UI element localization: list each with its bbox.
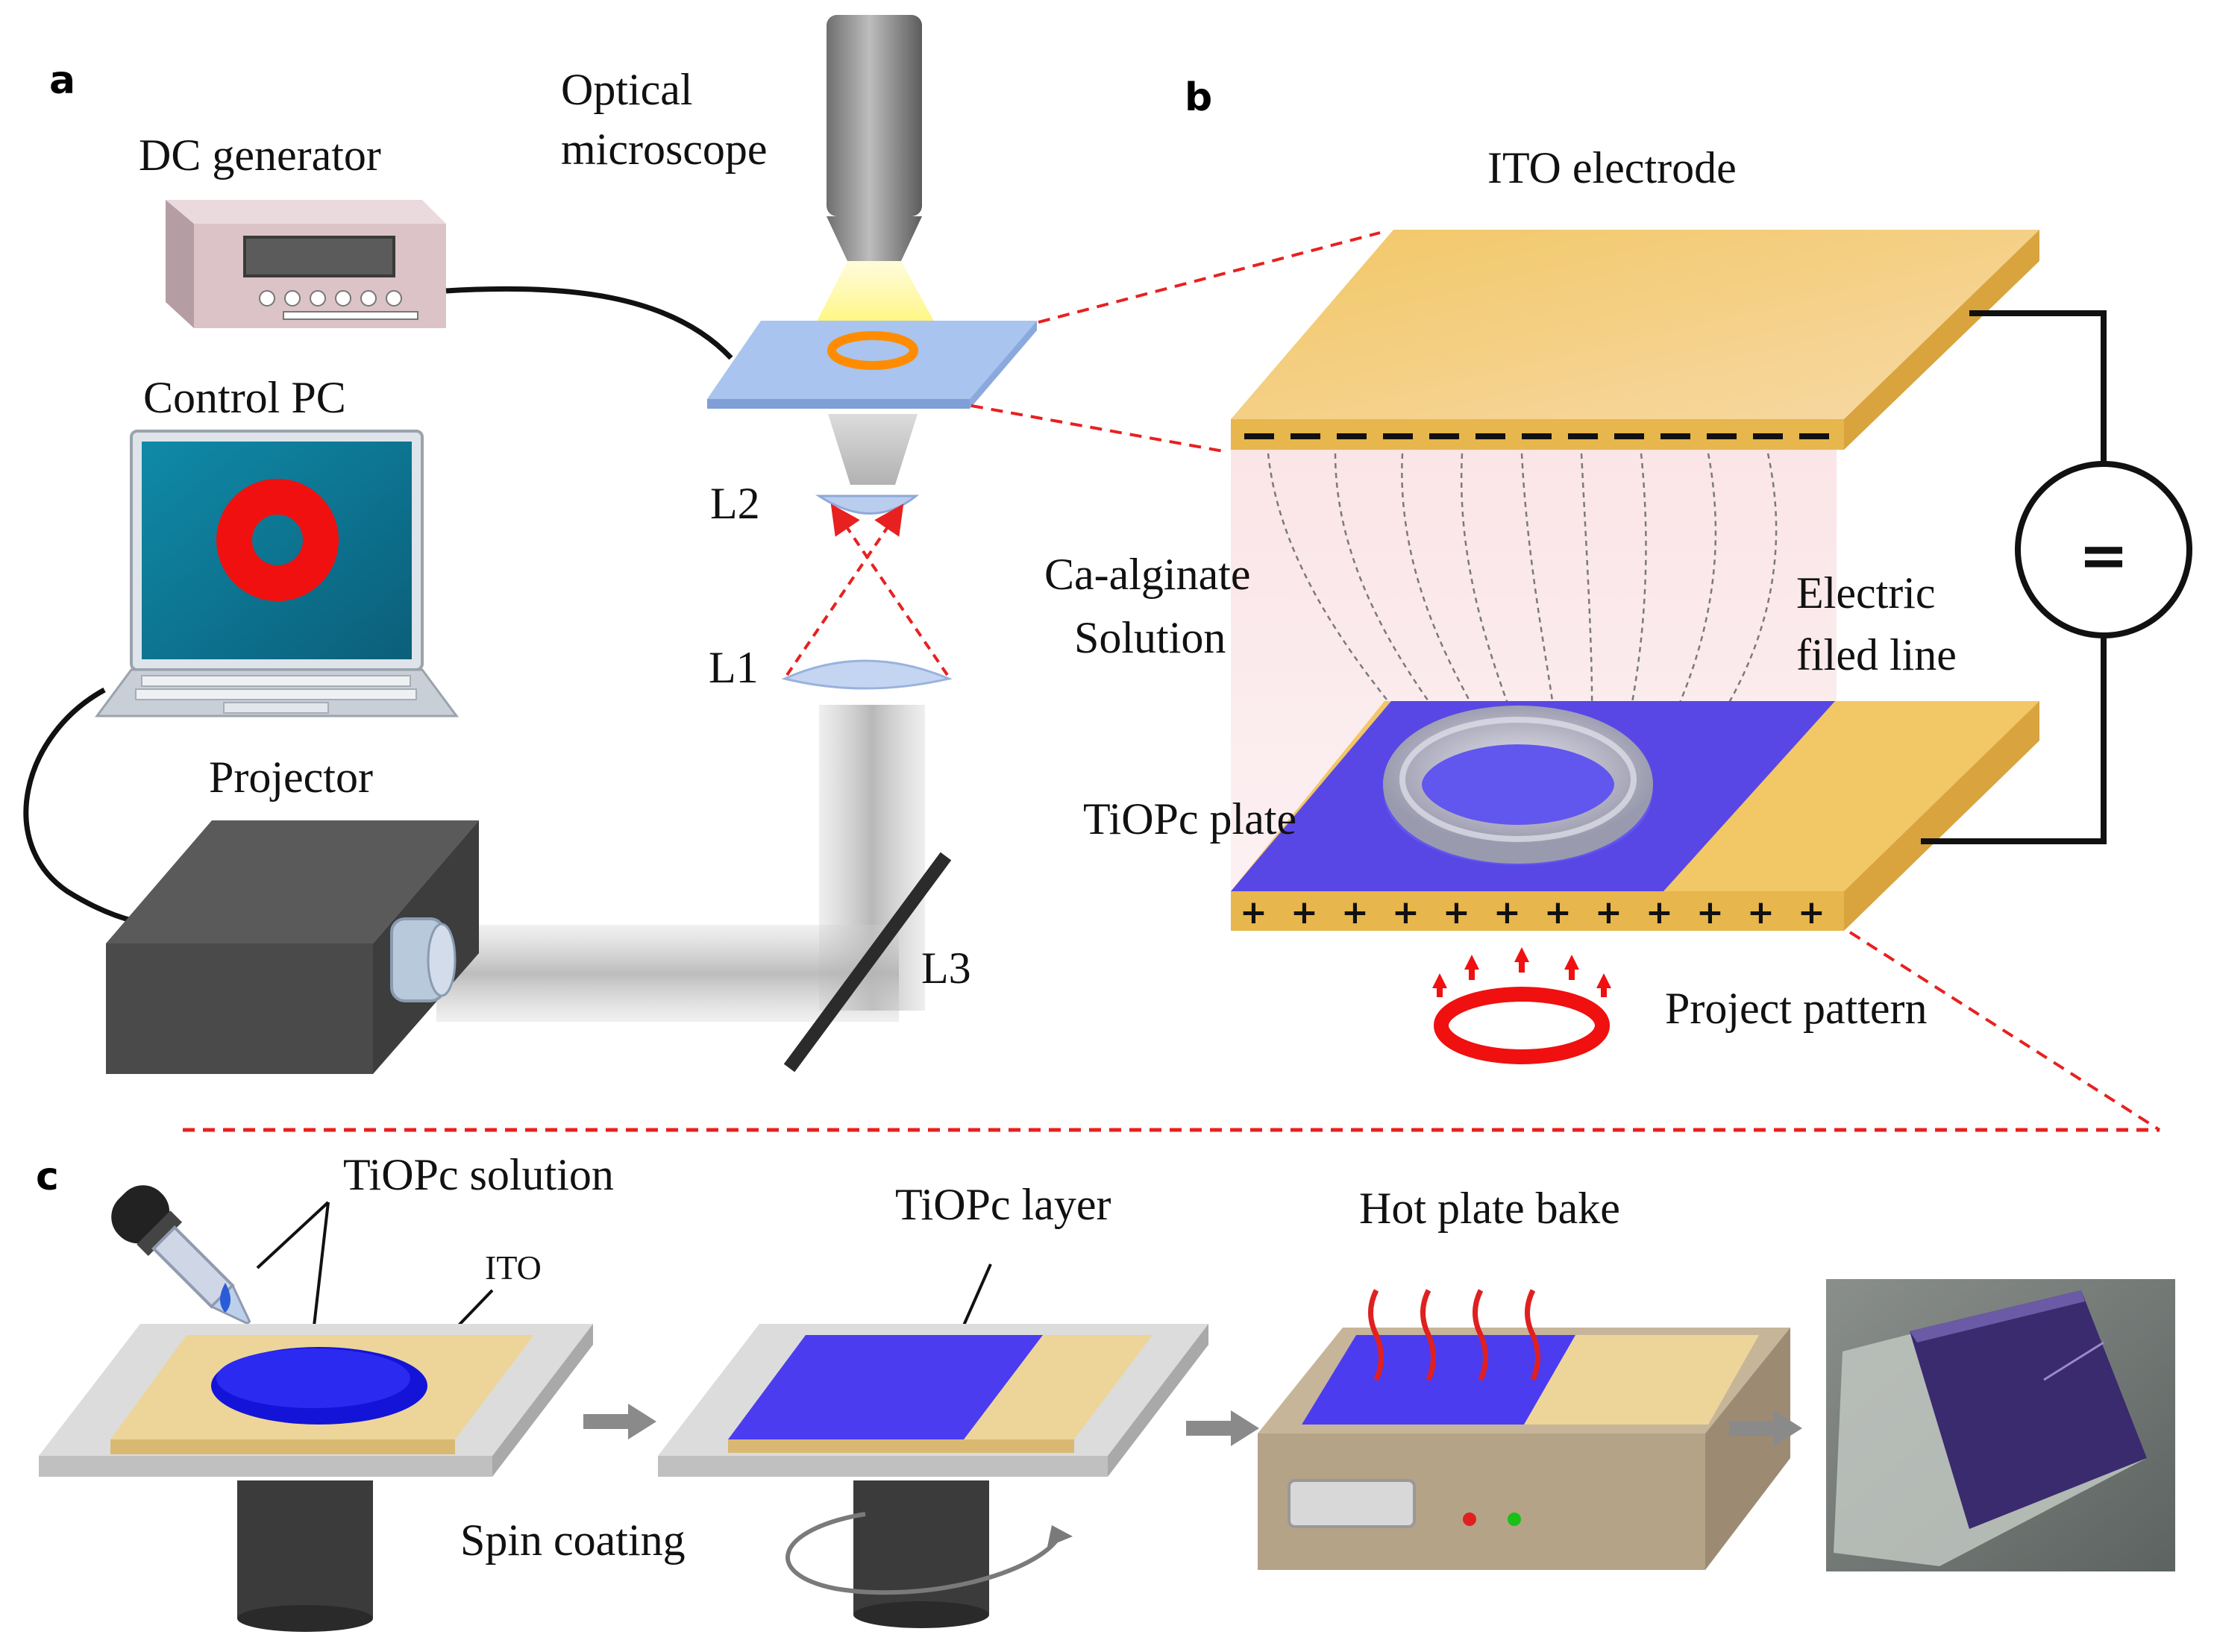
svg-text:+: + — [1240, 893, 1267, 932]
crossing-rays — [785, 503, 949, 676]
condenser-cone — [828, 414, 918, 485]
ito-label: ITO — [485, 1249, 542, 1287]
step-arrow-2 — [1186, 1410, 1259, 1446]
panel-label-c: c — [36, 1155, 59, 1199]
pc-cable — [23, 687, 135, 924]
hot-plate-label: Hot plate bake — [1359, 1184, 1620, 1233]
svg-text:+: + — [1493, 893, 1521, 932]
svg-text:+: + — [1696, 893, 1724, 932]
spin-rotation-arrow — [785, 1512, 1061, 1595]
tiopc-plate-label: TiOPc plate — [1083, 794, 1296, 844]
dc-cable — [445, 286, 733, 360]
step-arrow-1 — [583, 1404, 656, 1439]
panel-label-a: a — [49, 58, 75, 103]
field-line-label-1: Electric — [1796, 568, 1936, 618]
heat-lines — [1368, 1289, 1540, 1381]
dropper-icon — [111, 1185, 251, 1325]
spin-arrow-head — [1047, 1525, 1073, 1547]
laptop — [95, 430, 459, 717]
tiopc-solution-label: TiOPc solution — [343, 1150, 614, 1199]
svg-text:+: + — [1544, 893, 1572, 932]
zoom-line-lower — [970, 404, 1224, 453]
beam-horizontal — [436, 925, 899, 1022]
optical-microscope-label-1: Optical — [561, 65, 693, 114]
step-arrow-3 — [1729, 1410, 1802, 1446]
mirror-l3 — [783, 852, 952, 1072]
projector-label: Projector — [209, 753, 373, 802]
dc-source-symbol: = — [2078, 521, 2128, 590]
ito-electrode-label: ITO electrode — [1487, 143, 1737, 192]
dc-generator-label: DC generator — [139, 131, 381, 180]
solution-label-2: Solution — [1074, 613, 1226, 662]
svg-text:+: + — [1291, 893, 1318, 932]
step-3-hot-plate — [1258, 1328, 1790, 1570]
ring-pattern-on-screen — [216, 479, 339, 601]
svg-text:+: + — [1443, 893, 1470, 932]
top-ito-electrode — [1231, 230, 2039, 450]
dc-generator — [166, 200, 446, 328]
sample-slide — [707, 321, 1037, 409]
step-1-substrate — [39, 1324, 593, 1632]
svg-text:+: + — [1646, 893, 1673, 932]
project-pattern-label: Project pattern — [1665, 984, 1928, 1033]
optical-microscope-label-2: microscope — [561, 125, 768, 174]
projector — [106, 820, 479, 1074]
positive-charges: + + + + + + + + + + + + — [1240, 893, 1825, 932]
solution-label-1: Ca-alginate — [1044, 550, 1251, 599]
tiopc-layer-label: TiOPc layer — [895, 1180, 1111, 1229]
panel-label-b: b — [1185, 75, 1212, 120]
svg-text:+: + — [1341, 893, 1369, 932]
spin-coating-label: Spin coating — [460, 1516, 686, 1565]
lens-l1 — [781, 659, 953, 690]
svg-text:+: + — [1595, 893, 1622, 932]
control-pc-label: Control PC — [143, 373, 346, 422]
field-line-label-2: filed line — [1796, 630, 1957, 679]
step-2-spin-coater — [658, 1324, 1208, 1628]
projected-ring-pattern — [1432, 947, 1611, 1064]
svg-text:+: + — [1747, 893, 1775, 932]
result-photo — [1826, 1279, 2175, 1571]
zoom-line-photo — [1848, 931, 2161, 1131]
mirror-l3-label: L3 — [921, 943, 971, 993]
lens-l2-label: L2 — [710, 479, 760, 528]
svg-text:+: + — [1798, 893, 1825, 932]
alginate-torus — [1383, 706, 1653, 865]
svg-text:+: + — [1392, 893, 1420, 932]
lens-l2 — [815, 494, 920, 515]
dc-circuit — [1921, 310, 2192, 844]
optical-microscope — [827, 15, 922, 261]
lens-l1-label: L1 — [709, 643, 759, 692]
